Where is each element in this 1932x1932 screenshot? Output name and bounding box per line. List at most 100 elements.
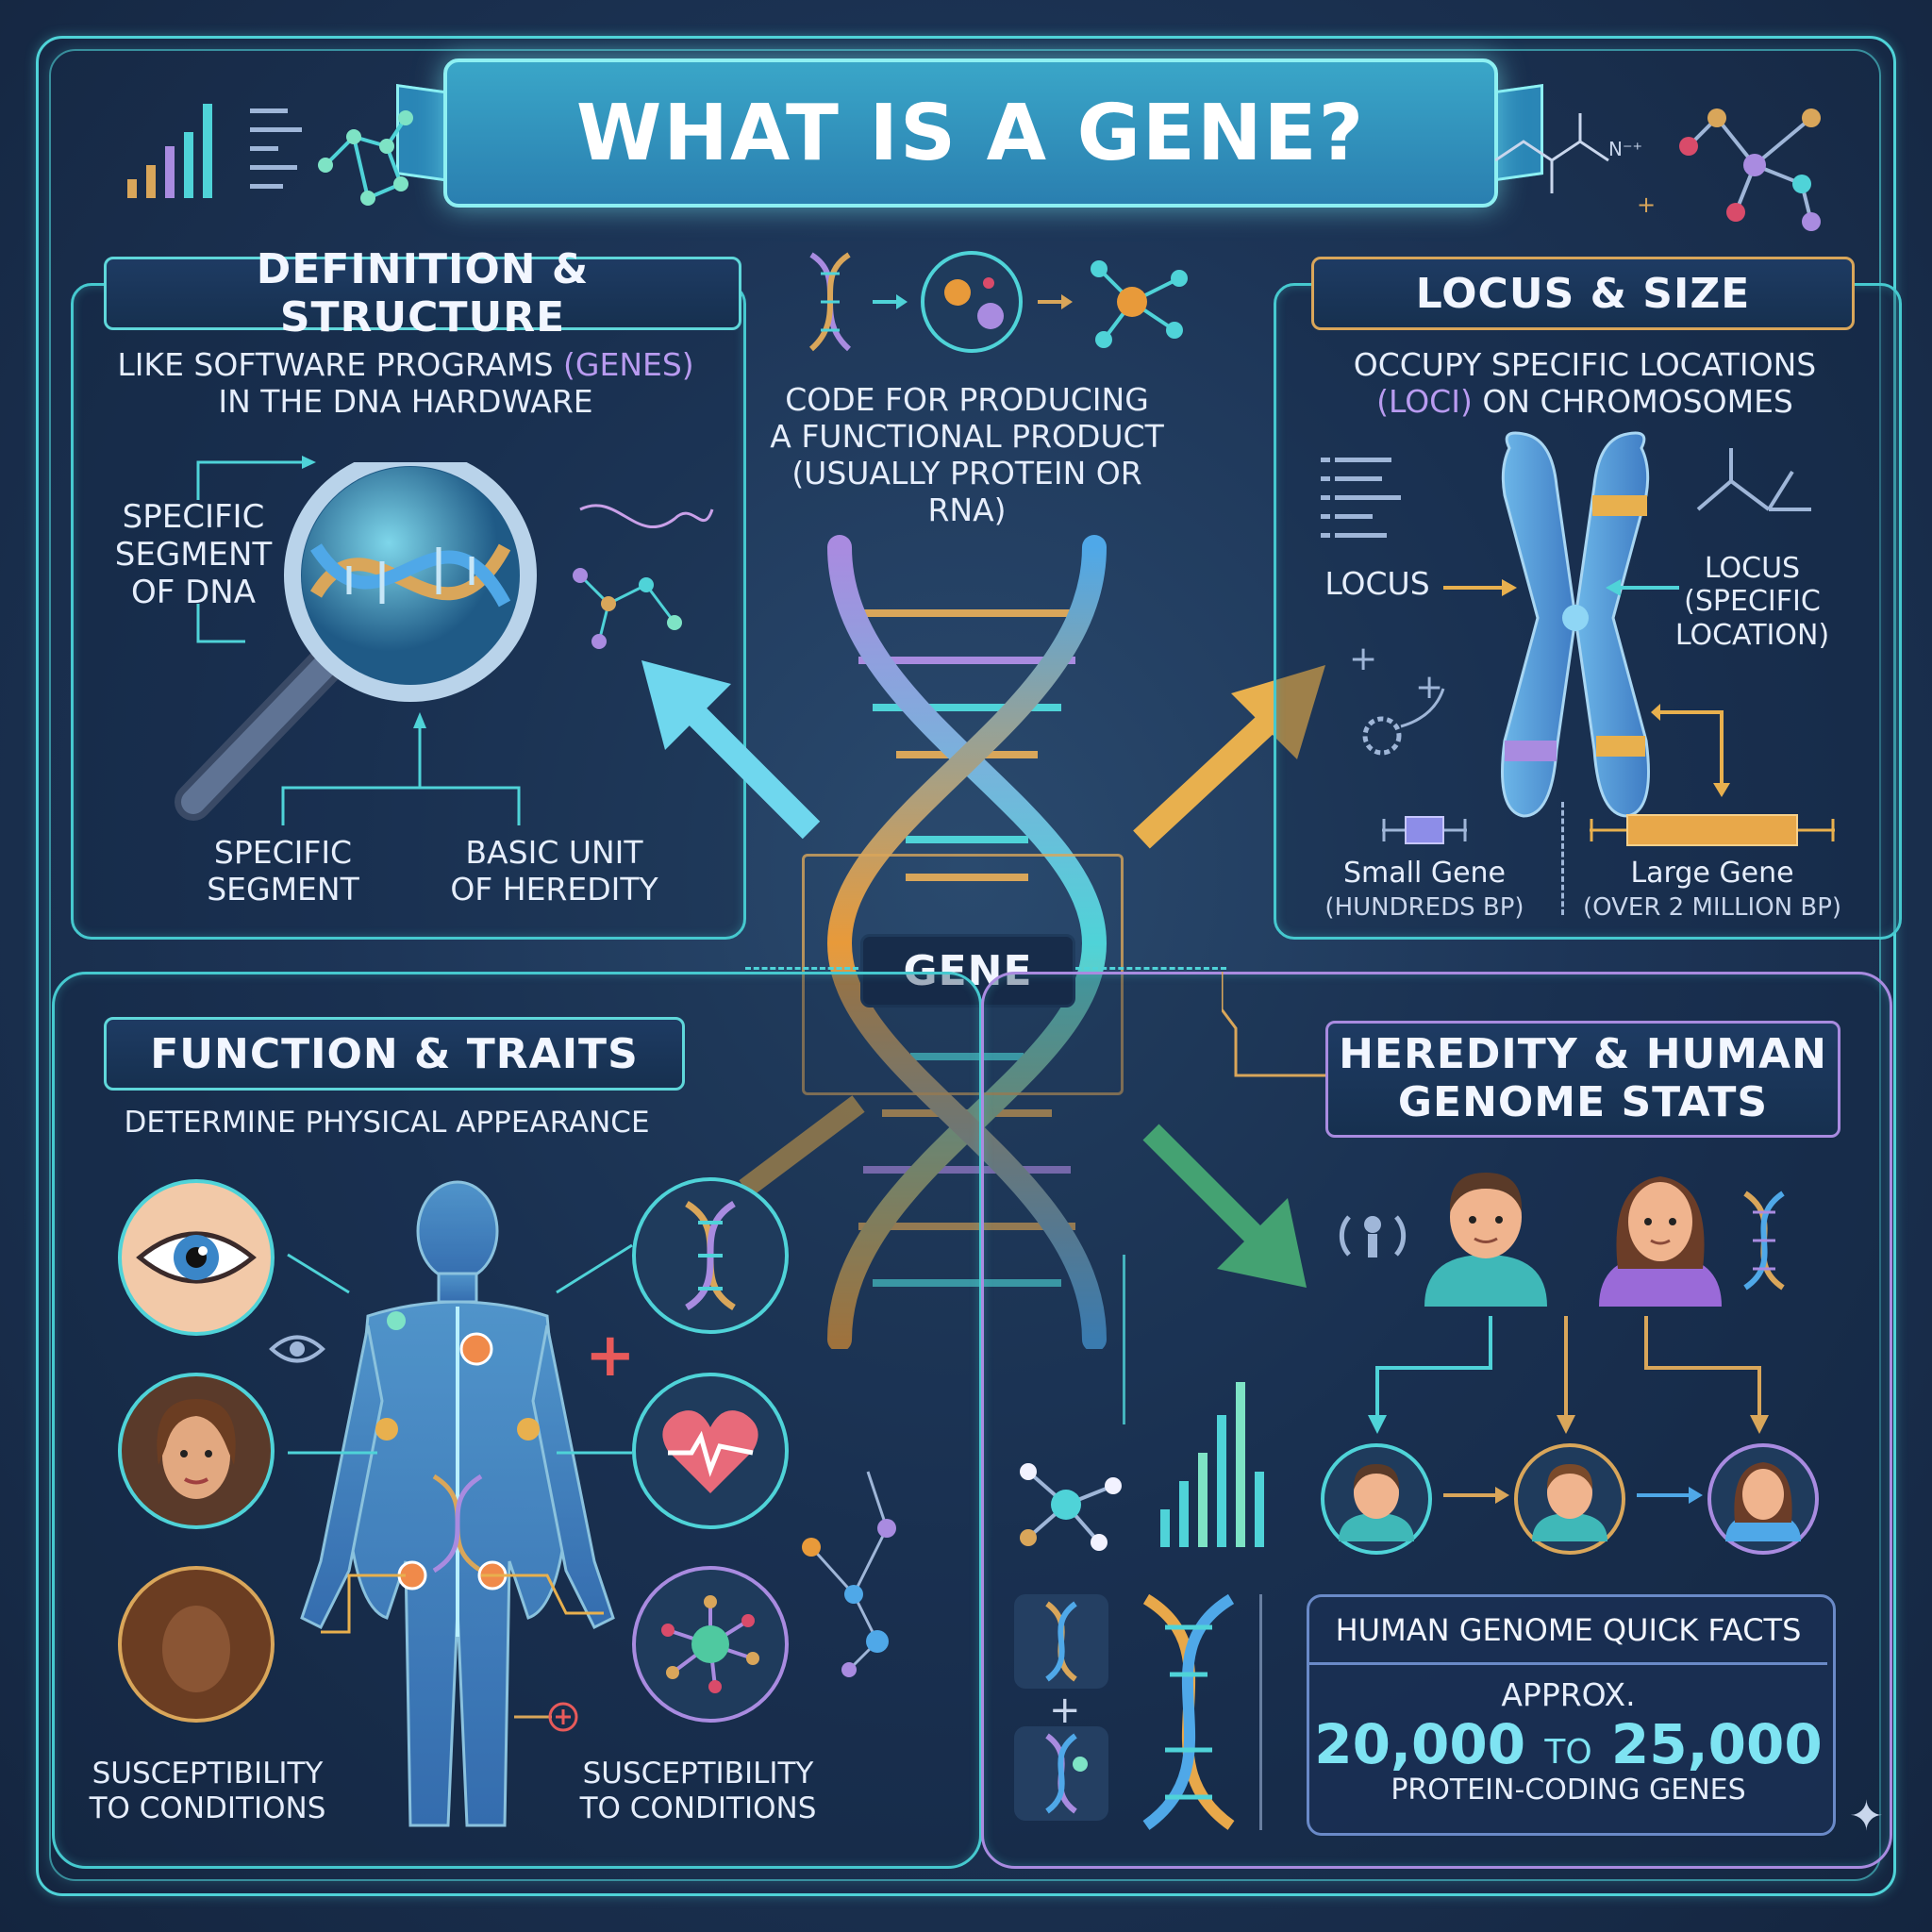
definition-intro: LIKE SOFTWARE PROGRAMS (GENES) IN THE DN… [85, 346, 726, 421]
locus-right-label: LOCUS (SPECIFIC LOCATION) [1670, 552, 1835, 652]
locus-right-arrow [1606, 579, 1679, 596]
locus-right-line2: (SPECIFIC [1684, 585, 1821, 619]
small-molecule-icon [573, 504, 714, 649]
large-dna-icon [1142, 1593, 1235, 1830]
molecule-right-icon [1696, 448, 1811, 511]
bottom-right-label: BASIC UNIT OF HEREDITY [429, 834, 679, 908]
arrow-to-function [739, 1095, 865, 1197]
susc-right-line2: TO CONDITIONS [579, 1790, 817, 1825]
large-gene-size: (OVER 2 MILLION BP) [1582, 893, 1842, 923]
arrow-to-locus [1133, 665, 1325, 849]
bottom-left-line1: SPECIFIC [213, 834, 353, 871]
bottom-left-label: SPECIFIC SEGMENT [189, 834, 377, 908]
sparkle-icon: ✦ [1849, 1792, 1884, 1840]
child-arrow-2 [1637, 1487, 1703, 1504]
locus-intro-line2: ON CHROMOSOMES [1472, 382, 1793, 420]
dna-trait-icon [632, 1177, 789, 1334]
hair-trait-icon [118, 1373, 275, 1529]
heredity-heading-line1: HEREDITY & HUMAN [1339, 1030, 1827, 1079]
plus-icon: + [585, 1321, 636, 1391]
horizontal-divider-right [1075, 967, 1226, 970]
plus-sign: + [1049, 1689, 1081, 1732]
facts-range: 20,000 TO 25,000 [1311, 1712, 1825, 1776]
locus-intro-highlight: (LOCI) [1376, 382, 1473, 420]
connector-lines [196, 456, 521, 825]
facts-title: HUMAN GENOME QUICK FACTS [1335, 1612, 1802, 1648]
vertical-scale [1259, 1594, 1262, 1830]
mother-icon [1599, 1176, 1722, 1307]
locus-intro: OCCUPY SPECIFIC LOCATIONS (LOCI) ON CHRO… [1302, 346, 1868, 421]
small-gene-title: Small Gene [1342, 857, 1507, 890]
body-connector-lines [287, 1243, 633, 1634]
bottom-left-line2: SEGMENT [207, 870, 359, 908]
outer-frame [36, 36, 1896, 1896]
human-body-figure [300, 1180, 615, 1827]
susc-right-line1: SUSCEPTIBILITY [582, 1757, 814, 1790]
scattered-molecule-icon [802, 1471, 896, 1677]
locus-left-arrow [1443, 579, 1517, 596]
chromosome-icon [1501, 431, 1650, 818]
text-lines-icon [250, 108, 302, 189]
large-gene-bar [1590, 814, 1835, 846]
segment-label-line2: SEGMENT [114, 536, 273, 575]
small-gene-bar [1382, 816, 1467, 844]
locus-heading: LOCUS & SIZE [1311, 257, 1855, 330]
dna-tile-1 [1014, 1594, 1108, 1689]
inheritance-cycle-icon [1339, 1215, 1407, 1257]
eye-small-icon [269, 1335, 325, 1363]
size-connector-arrow [1651, 704, 1730, 797]
child-1-icon [1321, 1443, 1432, 1555]
svg-text:N⁻⁺: N⁻⁺ [1608, 138, 1642, 160]
function-heading: FUNCTION & TRAITS [104, 1017, 685, 1091]
susceptibility-left: SUSCEPTIBILITY TO CONDITIONS [85, 1757, 330, 1825]
locus-left-label: LOCUS [1324, 565, 1430, 602]
definition-intro-highlight: (GENES) [563, 346, 694, 383]
plus-circle-icon [514, 1702, 578, 1732]
heredity-vertical-line [1123, 1255, 1125, 1424]
segment-of-dna-label: SPECIFIC SEGMENT OF DNA [108, 498, 278, 611]
svg-text:+: + [1349, 640, 1377, 678]
facts-caption: PROTEIN-CODING GENES [1391, 1774, 1746, 1807]
heart-health-icon [632, 1373, 789, 1529]
range-high-value: 25,000 [1610, 1712, 1823, 1776]
range-low-value: 20,000 [1314, 1712, 1526, 1776]
product-text-line1: CODE FOR PRODUCING [785, 381, 1149, 418]
product-text: CODE FOR PRODUCING A FUNCTIONAL PRODUCT … [755, 381, 1179, 529]
bottom-right-line1: BASIC UNIT [465, 834, 643, 871]
molecule-icon [318, 110, 413, 206]
product-text-line3: (USUALLY PROTEIN OR RNA) [791, 454, 1142, 528]
definition-intro-text: LIKE SOFTWARE PROGRAMS [117, 346, 564, 383]
page-title: WHAT IS A GENE? [443, 58, 1498, 208]
heredity-heading: HEREDITY & HUMAN GENOME STATS [1325, 1021, 1840, 1138]
svg-text:+: + [1637, 192, 1656, 217]
susc-left-line2: TO CONDITIONS [89, 1790, 326, 1825]
family-tree-lines [1368, 1316, 1769, 1434]
arrow-to-definition [641, 660, 821, 840]
facts-approx: APPROX. [1501, 1676, 1636, 1713]
large-gene-title: Large Gene [1630, 857, 1794, 890]
heredity-connector [1222, 972, 1325, 1077]
horizontal-divider-left [745, 967, 858, 970]
child-3-icon [1707, 1443, 1819, 1555]
function-intro: DETERMINE PHYSICAL APPEARANCE [124, 1106, 650, 1140]
child-arrow-1 [1443, 1487, 1509, 1504]
gene-bracket [802, 854, 1124, 1095]
large-gene-label: Large Gene (OVER 2 MILLION BP) [1566, 857, 1858, 924]
child-2-icon [1514, 1443, 1625, 1555]
heredity-dna-icon [1743, 1191, 1785, 1291]
small-gene-size: (HUNDREDS BP) [1324, 893, 1524, 923]
list-lines-icon [1321, 458, 1401, 538]
heredity-heading-line2: GENOME STATS [1397, 1078, 1769, 1126]
skin-trait-icon [118, 1566, 275, 1723]
gear-icon: + + [1349, 640, 1445, 756]
gene-size-divider [1561, 802, 1564, 915]
product-text-line2: A FUNCTIONAL PRODUCT [770, 417, 1164, 455]
definition-heading: DEFINITION & STRUCTURE [104, 245, 741, 341]
bar-chart-icon [127, 104, 212, 198]
locus-intro-line1: OCCUPY SPECIFIC LOCATIONS [1353, 346, 1817, 383]
heredity-bar-graph [1160, 1382, 1264, 1547]
dna-tile-2 [1014, 1726, 1108, 1821]
father-icon [1424, 1173, 1547, 1307]
susceptibility-right: SUSCEPTIBILITY TO CONDITIONS [571, 1757, 825, 1825]
eye-trait-icon [118, 1179, 275, 1336]
